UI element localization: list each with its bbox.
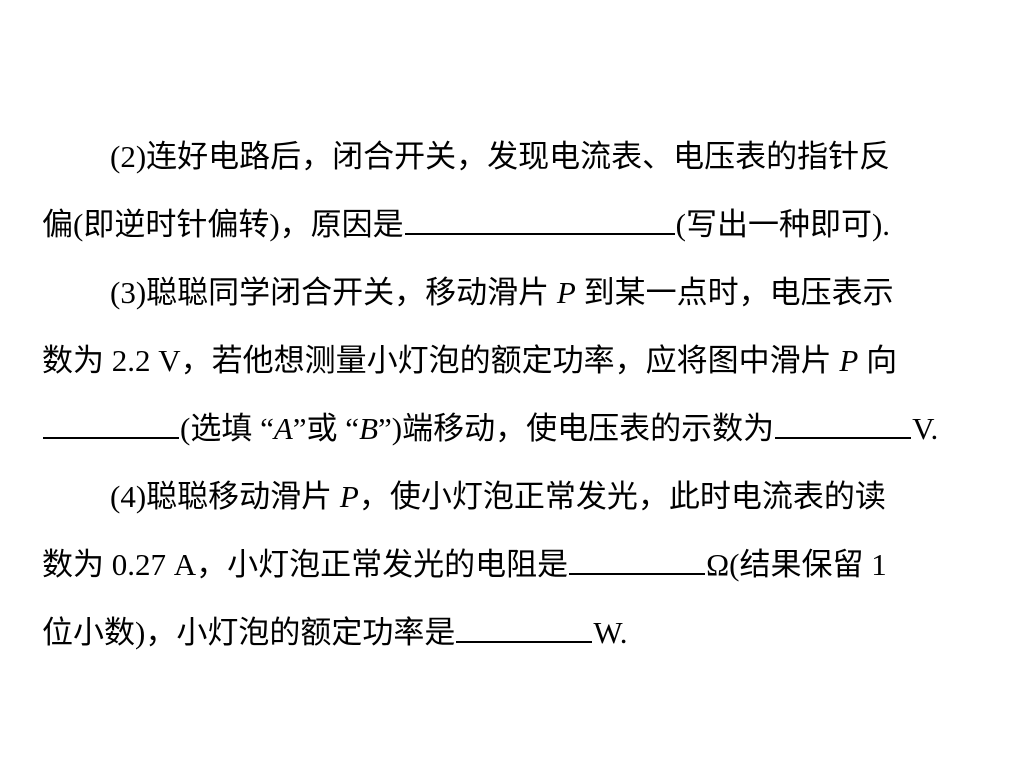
variable-p: P bbox=[556, 275, 576, 310]
q3-text: (选填 “ bbox=[180, 411, 274, 446]
variable-p: P bbox=[839, 343, 859, 378]
q3-line-3: (选填 “A”或 “B”)端移动，使电压表的示数为 V. bbox=[42, 409, 938, 449]
q2-text: (写出一种即可). bbox=[675, 207, 891, 242]
q3-line-1: (3)聪聪同学闭合开关，移动滑片 P 到某一点时，电压表示 bbox=[110, 273, 894, 313]
answer-blank-resistance[interactable] bbox=[569, 546, 706, 575]
q3-text: 数为 2.2 V，若他想测量小灯泡的额定功率，应将图中滑片 bbox=[42, 343, 840, 378]
q3-text: 到某一点时，电压表示 bbox=[575, 275, 894, 310]
q4-line-3: 位小数)，小灯泡的额定功率是 W. bbox=[42, 613, 628, 653]
q2-text: 偏(即逆时针偏转)，原因是 bbox=[42, 207, 404, 242]
variable-a: A bbox=[273, 411, 293, 446]
q4-text: ，使小灯泡正常发光，此时电流表的读 bbox=[358, 479, 886, 514]
answer-blank-direction[interactable] bbox=[43, 410, 179, 439]
q4-line-2: 数为 0.27 A，小灯泡正常发光的电阻是 Ω(结果保留 1 bbox=[42, 545, 887, 585]
q3-unit: V. bbox=[912, 411, 939, 446]
q4-text: Ω(结果保留 1 bbox=[706, 547, 887, 582]
q3-text: ”)端移动，使电压表的示数为 bbox=[378, 411, 775, 446]
q3-text: 向 bbox=[858, 343, 898, 378]
q2-text: (2)连好电路后，闭合开关，发现电流表、电压表的指针反 bbox=[110, 139, 891, 174]
variable-b: B bbox=[359, 411, 378, 446]
q4-text: 位小数)，小灯泡的额定功率是 bbox=[42, 615, 456, 650]
q3-line-2: 数为 2.2 V，若他想测量小灯泡的额定功率，应将图中滑片 P 向 bbox=[42, 341, 897, 381]
q4-unit: W. bbox=[593, 615, 628, 650]
q4-text: (4)聪聪移动滑片 bbox=[110, 479, 340, 514]
answer-blank-reason[interactable] bbox=[404, 206, 675, 235]
q2-line-1: (2)连好电路后，闭合开关，发现电流表、电压表的指针反 bbox=[110, 137, 890, 177]
answer-blank-power[interactable] bbox=[456, 614, 593, 643]
q4-text: 数为 0.27 A，小灯泡正常发光的电阻是 bbox=[42, 547, 569, 582]
q3-text: (3)聪聪同学闭合开关，移动滑片 bbox=[110, 275, 557, 310]
q2-line-2: 偏(即逆时针偏转)，原因是 (写出一种即可). bbox=[42, 205, 890, 245]
q4-line-1: (4)聪聪移动滑片 P，使小灯泡正常发光，此时电流表的读 bbox=[110, 477, 886, 517]
q3-text: ”或 “ bbox=[292, 411, 360, 446]
variable-p: P bbox=[339, 479, 359, 514]
answer-blank-voltage[interactable] bbox=[775, 410, 912, 439]
